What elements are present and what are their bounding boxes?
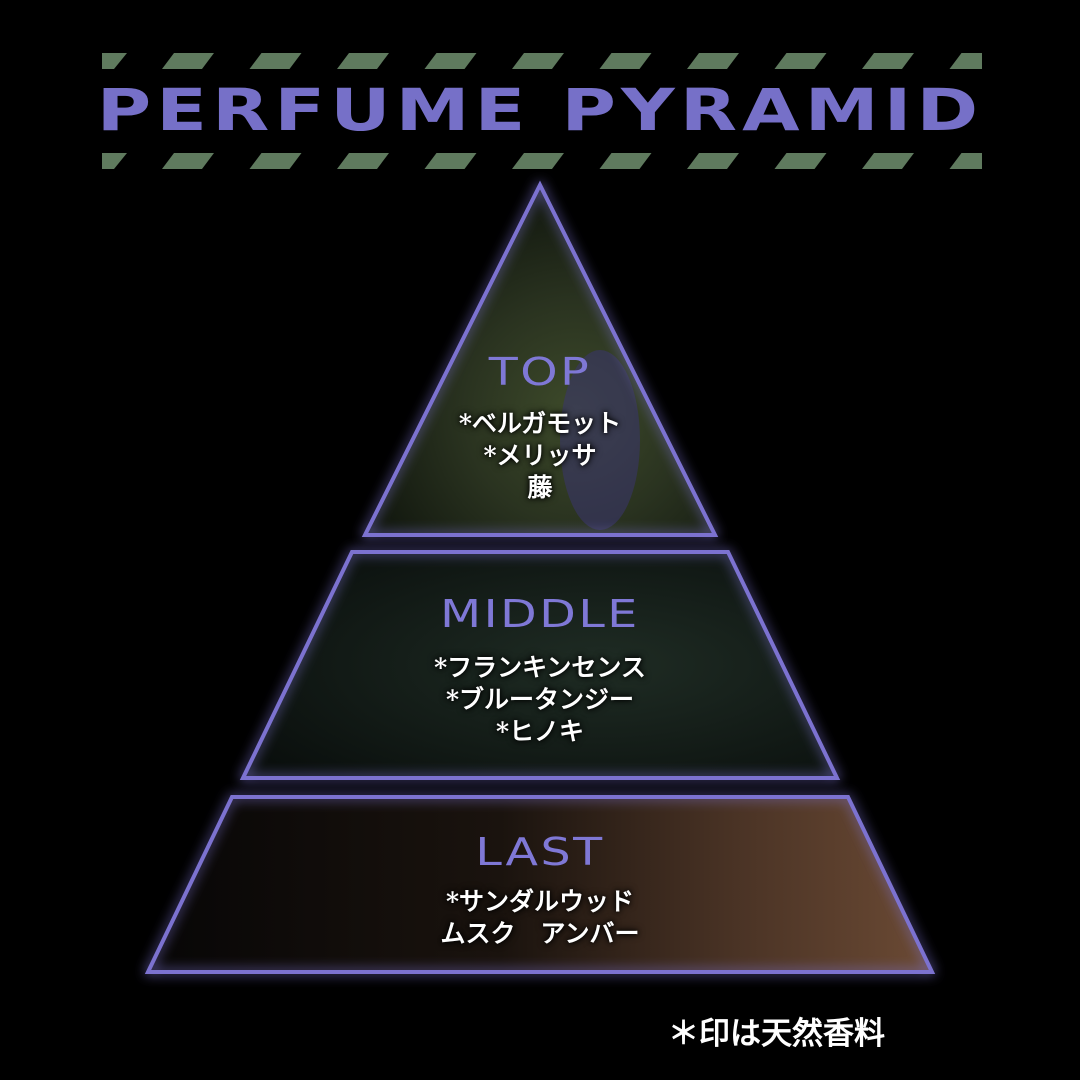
stripe xyxy=(162,53,214,69)
stripe xyxy=(599,53,652,69)
note: *サンダルウッド xyxy=(445,887,635,916)
tier-label-middle: MIDDLE xyxy=(440,592,640,636)
stripe xyxy=(102,153,127,169)
page-title: PERFUME PYRAMID xyxy=(96,76,984,144)
stripe xyxy=(249,153,302,169)
note: *ヒノキ xyxy=(495,717,585,746)
stripe xyxy=(774,153,827,169)
stripe xyxy=(424,53,477,69)
tier-label-last: LAST xyxy=(475,830,605,874)
tier-last xyxy=(144,795,936,974)
stripe xyxy=(862,53,914,69)
tier-middle xyxy=(239,550,841,780)
stripe-band-top xyxy=(102,53,982,69)
stripe xyxy=(337,53,389,69)
tier-label-top: TOP xyxy=(488,350,592,394)
stripe xyxy=(249,53,302,69)
note: *フランキンセンス xyxy=(434,653,646,682)
stripe xyxy=(956,53,978,69)
stripe xyxy=(774,53,827,69)
stripe xyxy=(512,53,564,69)
tier-notes-middle: *フランキンセンス *ブルータンジー *ヒノキ xyxy=(0,652,1080,748)
natural-fragrance-footnote: ＊印は天然香料 xyxy=(668,1016,885,1052)
note: *メリッサ xyxy=(483,441,597,470)
stripe xyxy=(862,153,914,169)
stripe xyxy=(687,153,739,169)
tier-notes-last: *サンダルウッド ムスク アンバー xyxy=(0,886,1080,950)
stripe xyxy=(512,153,564,169)
note: 藤 xyxy=(527,473,553,502)
note: *ベルガモット xyxy=(458,409,622,438)
note: *ブルータンジー xyxy=(445,685,635,714)
stripe xyxy=(956,153,978,169)
stripe xyxy=(424,153,477,169)
note: ムスク アンバー xyxy=(440,919,640,948)
stripe xyxy=(687,53,739,69)
tier-top xyxy=(361,180,719,537)
tier-notes-top: *ベルガモット *メリッサ 藤 xyxy=(0,408,1080,504)
stripe xyxy=(337,153,389,169)
stripe xyxy=(599,153,652,169)
stripe xyxy=(102,53,127,69)
stripe-band-bottom xyxy=(102,153,982,169)
stripe xyxy=(162,153,214,169)
